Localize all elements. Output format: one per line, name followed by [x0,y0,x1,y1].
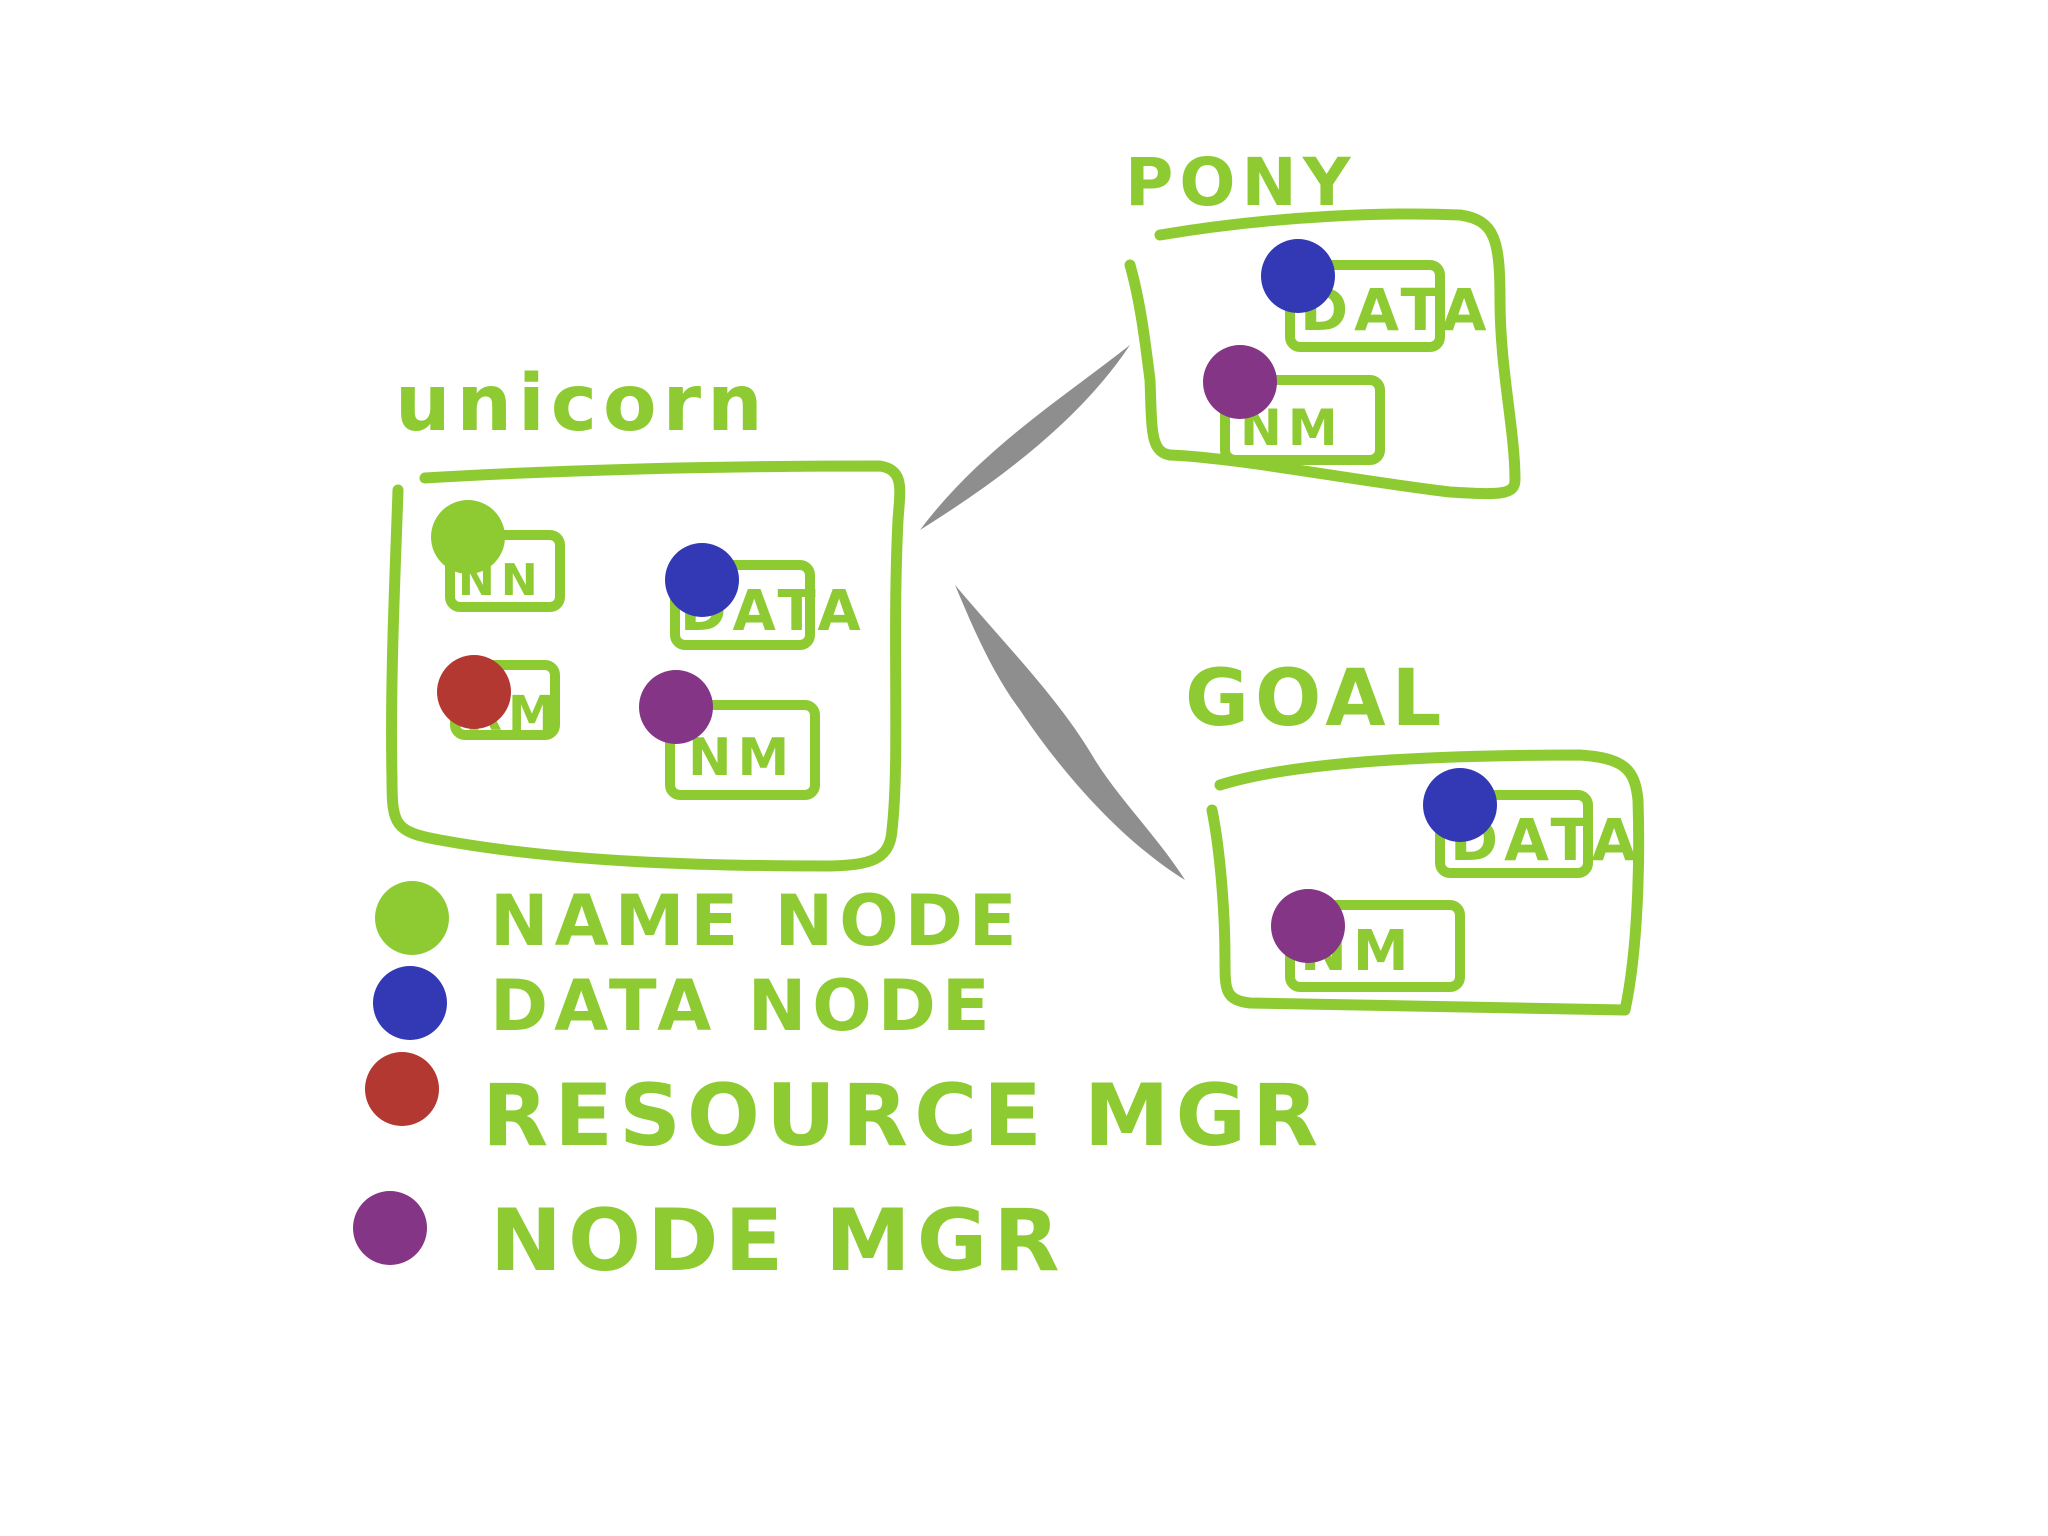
cluster-unicorn: unicorn NN DATA RM NM [386,359,906,872]
connector-unicorn-to-goal [955,585,1185,880]
legend-dot-data-node [373,966,447,1040]
legend-label-resource-mgr: RESOURCE MGR [482,1066,1324,1166]
unicorn-name-node-dot [431,500,505,574]
cluster-pony: PONY DATA NM [1124,144,1521,500]
legend-label-node-mgr: NODE MGR [490,1191,1066,1291]
legend-dot-node-mgr [353,1191,427,1265]
cluster-goal-box [1206,749,1645,1016]
legend-item-resource-mgr: RESOURCE MGR [365,1052,1324,1166]
cluster-unicorn-title: unicorn [395,359,769,449]
goal-data-node-dot [1423,768,1497,842]
connector-unicorn-to-pony [920,345,1130,530]
cluster-unicorn-box [386,460,906,872]
unicorn-resource-mgr-dot [437,655,511,729]
pony-data-node-dot [1261,239,1335,313]
cluster-goal-title: GOAL [1185,654,1447,744]
cluster-pony-title: PONY [1125,144,1357,221]
legend-item-data-node: DATA NODE [373,965,996,1047]
legend-label-data-node: DATA NODE [490,965,996,1047]
cluster-pony-box [1124,208,1521,500]
legend: NAME NODE DATA NODE RESOURCE MGR NODE MG… [353,880,1324,1291]
unicorn-nn-box [445,530,565,612]
unicorn-node-mgr-dot [639,670,713,744]
unicorn-nm-box [665,700,820,800]
unicorn-data-node-dot [665,543,739,617]
cluster-goal: GOAL DATA NM [1185,654,1645,1016]
legend-label-name-node: NAME NODE [490,880,1023,962]
pony-node-mgr-dot [1203,345,1277,419]
legend-item-node-mgr: NODE MGR [353,1191,1066,1291]
goal-node-mgr-dot [1271,889,1345,963]
legend-dot-name-node [375,881,449,955]
pony-nm-box [1220,375,1385,465]
unicorn-nm-label: NM [688,728,795,788]
legend-dot-resource-mgr [365,1052,439,1126]
legend-item-name-node: NAME NODE [375,880,1023,962]
